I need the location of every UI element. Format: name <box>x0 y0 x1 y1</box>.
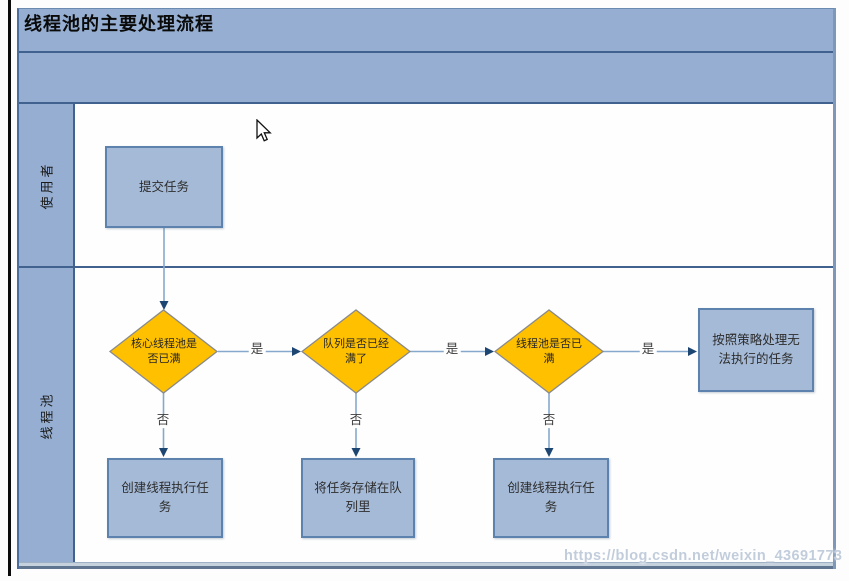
edge-label-yes: 是 <box>639 342 657 357</box>
decision-pool-label: 线程池是否已满 <box>516 338 582 365</box>
swimlane-user-label: 使用者 <box>39 160 55 210</box>
node-create-thread-2: 创建线程执行任务 <box>493 458 609 538</box>
node-reject-policy-label: 按照策略处理无法执行的任务 <box>712 333 800 366</box>
node-create-thread-1: 创建线程执行任务 <box>107 458 223 538</box>
node-store-in-queue: 将任务存储在队列里 <box>301 458 415 538</box>
swimlane-user-label-cell: 使用者 <box>19 104 75 266</box>
arrow-pointer-icon <box>256 119 272 142</box>
page-title: 线程池的主要处理流程 <box>24 14 214 34</box>
decision-core-pool-label: 核心线程池是否已满 <box>131 338 197 365</box>
edge-label-no: 否 <box>540 413 558 428</box>
decision-queue-label: 队列是否已经满了 <box>323 338 389 365</box>
node-reject-policy: 按照策略处理无法执行的任务 <box>698 308 814 392</box>
node-store-in-queue-label: 将任务存储在队列里 <box>314 481 402 514</box>
edge-label-no: 否 <box>347 413 365 428</box>
swimlane-threadpool-label-cell: 线程池 <box>19 268 75 562</box>
diagram-title-bar: 线程池的主要处理流程 <box>19 9 833 53</box>
node-create-thread-2-label: 创建线程执行任务 <box>507 481 595 514</box>
node-create-thread-1-label: 创建线程执行任务 <box>121 481 209 514</box>
swimlane-threadpool-label: 线程池 <box>39 390 55 440</box>
frame-bottom-border <box>19 562 833 569</box>
left-edge-divider <box>8 0 11 576</box>
watermark: https://blog.csdn.net/weixin_43691773 <box>564 548 843 564</box>
edge-label-yes: 是 <box>248 342 266 357</box>
edge-label-no: 否 <box>154 413 172 428</box>
phase-header-row <box>19 53 833 104</box>
node-submit-task: 提交任务 <box>105 146 223 228</box>
edge-label-yes: 是 <box>443 342 461 357</box>
node-submit-task-label: 提交任务 <box>138 179 189 194</box>
